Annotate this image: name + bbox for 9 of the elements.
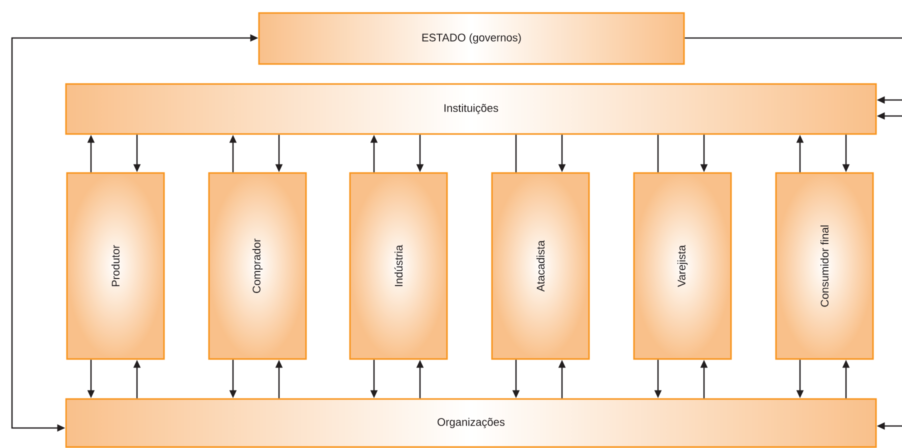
box: Indústria: [349, 172, 448, 360]
box: Varejista: [633, 172, 732, 360]
box: Atacadista: [491, 172, 590, 360]
box: Organizações: [65, 398, 877, 448]
box: Comprador: [208, 172, 307, 360]
box: Produtor: [66, 172, 165, 360]
box: Consumidor final: [775, 172, 874, 360]
box: ESTADO (governos): [258, 12, 685, 65]
box: Instituições: [65, 83, 877, 135]
